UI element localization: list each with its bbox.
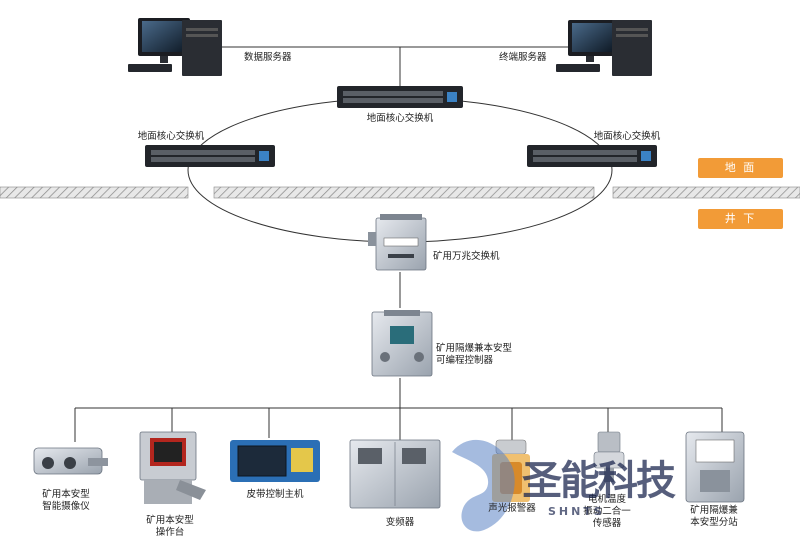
substation-label-line1: 矿用隔爆兼 <box>690 505 738 516</box>
mine-switch-label: 矿用万兆交换机 <box>433 251 500 262</box>
plc-label-line2: 可编程控制器 <box>436 355 494 366</box>
core-switch-right-icon <box>527 145 657 167</box>
plc-label-line1: 矿用隔爆兼本安型 <box>436 343 513 354</box>
plc-controller-icon <box>371 310 433 377</box>
ground-level-bars <box>0 186 800 199</box>
console-label-line2: 操作台 <box>155 527 185 538</box>
substation-icon <box>685 431 745 503</box>
sensor-label-line1: 电机温度 <box>587 494 627 505</box>
data-server-computer-icon <box>128 18 222 76</box>
camera-icon <box>33 447 108 475</box>
connection-lines <box>74 46 723 442</box>
temperature-vibration-sensor-icon <box>593 431 625 482</box>
logo-swoosh-icon <box>452 439 515 532</box>
brand-watermark: 圣能科技 <box>522 457 676 504</box>
sensor-label-line3: 传感器 <box>592 518 622 529</box>
sensor-label-line2: 振动二合一 <box>583 506 631 517</box>
belt-host-label: 皮带控制主机 <box>246 489 304 500</box>
inverter-icon <box>349 439 441 509</box>
inverter-label: 变频器 <box>385 517 415 528</box>
console-label-line1: 矿用本安型 <box>146 515 194 526</box>
mine-switch-icon <box>368 214 427 271</box>
belt-controller-icon <box>230 440 320 482</box>
terminal-server-label: 终端服务器 <box>499 52 547 63</box>
core-switch-right-label: 地面核心交换机 <box>593 131 661 142</box>
core-switch-left-label: 地面核心交换机 <box>137 131 205 142</box>
camera-label-line2: 智能摄像仪 <box>42 501 90 512</box>
operation-console-icon <box>139 431 206 504</box>
underground-zone-badge: 井 下 <box>698 209 783 229</box>
core-switch-top-icon <box>337 86 463 108</box>
camera-label-line1: 矿用本安型 <box>42 489 90 500</box>
core-switch-top-label: 地面核心交换机 <box>366 113 434 124</box>
brand-watermark-sub: SHNTS <box>548 505 605 518</box>
core-switch-left-icon <box>145 145 275 167</box>
alarm-label: 声光报警器 <box>488 503 536 514</box>
terminal-server-computer-icon <box>556 20 652 76</box>
surface-zone-badge: 地 面 <box>698 158 783 178</box>
data-server-label: 数据服务器 <box>244 52 292 63</box>
substation-label-line2: 本安型分站 <box>690 517 738 528</box>
